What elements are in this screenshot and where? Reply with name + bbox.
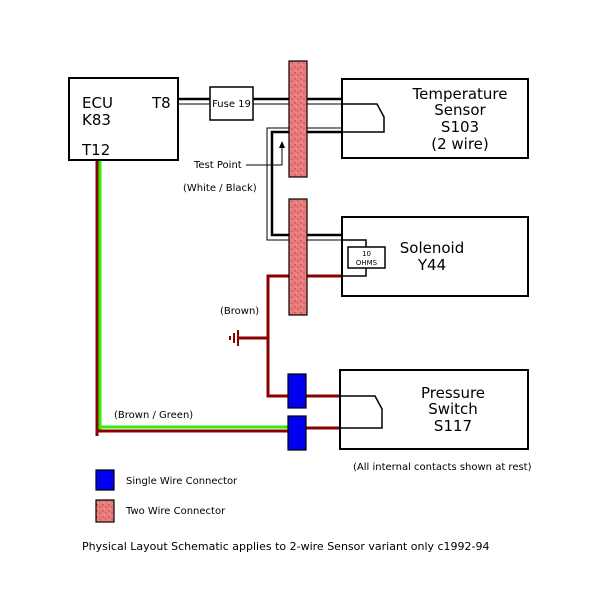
temp-sensor-box — [341, 78, 529, 159]
solenoid-lead-top — [342, 239, 367, 247]
single-wire-connector-top — [287, 373, 307, 409]
fuse-box — [209, 86, 254, 121]
ecu-box — [68, 77, 179, 161]
ecu-pin-t8: T8 — [151, 94, 171, 112]
pressure-switch-line1: Pressure — [421, 384, 485, 402]
white-black-label: (White / Black) — [183, 183, 257, 194]
resistor-value: 10 — [362, 250, 371, 258]
two-wire-connector-solenoid — [288, 198, 308, 316]
temp-sensor-line1: Temperature — [411, 85, 507, 103]
wire-white-black-outer — [266, 127, 289, 241]
ecu-pin-t12: T12 — [81, 141, 110, 159]
test-point-arrow-icon — [279, 141, 285, 148]
solenoid-lead-bottom — [342, 268, 367, 277]
ecu-name: ECU — [82, 94, 113, 112]
wire-brown-ground — [266, 274, 289, 398]
solenoid-resistor — [347, 246, 386, 269]
contacts-note: (All internal contacts shown at rest) — [353, 462, 532, 473]
pressure-switch-line3: S117 — [434, 417, 472, 435]
brown-green-label: (Brown / Green) — [114, 410, 193, 421]
temp-sensor-contact — [342, 103, 385, 133]
legend-two-swatch — [95, 499, 115, 523]
ecu-code: K83 — [82, 111, 111, 129]
test-point-label: Test Point — [193, 160, 242, 171]
single-wire-connector-bottom — [287, 415, 307, 451]
temp-sensor-line2: Sensor — [434, 101, 486, 119]
wire-white-black-inner — [270, 130, 289, 237]
two-wire-connector-temp — [288, 60, 308, 178]
pressure-switch-box — [339, 369, 529, 450]
ground-icon — [229, 330, 239, 346]
pressure-switch-line2: Switch — [428, 400, 478, 418]
resistor-unit: OHMS — [356, 259, 378, 267]
solenoid-line1: Solenoid — [400, 239, 464, 257]
footer-note: Physical Layout Schematic applies to 2-w… — [82, 540, 490, 553]
pressure-switch-contact — [340, 395, 383, 429]
brown-label: (Brown) — [220, 306, 259, 317]
fuse-label: Fuse 19 — [212, 99, 251, 110]
solenoid-line2: Y44 — [417, 256, 446, 274]
legend-single-label: Single Wire Connector — [126, 476, 238, 487]
temp-sensor-line4: (2 wire) — [431, 135, 489, 153]
temp-sensor-line3: S103 — [441, 118, 479, 136]
test-point-pointer — [246, 145, 283, 166]
legend-two-label: Two Wire Connector — [125, 506, 226, 517]
legend-single-swatch — [95, 469, 115, 491]
